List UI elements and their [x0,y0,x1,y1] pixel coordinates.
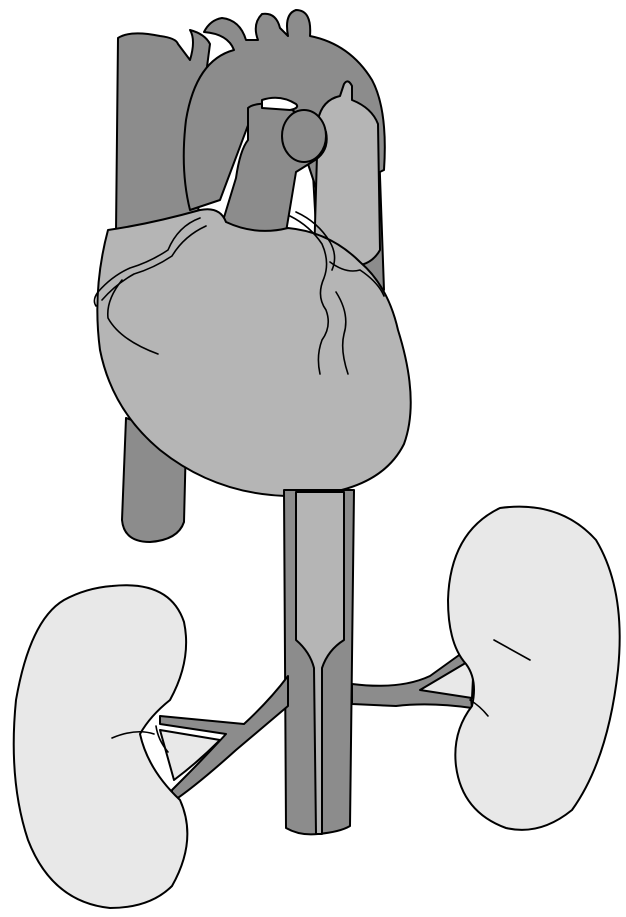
right-kidney [448,507,620,830]
left-kidney [14,585,188,908]
ascending-aorta-opening [282,110,326,162]
